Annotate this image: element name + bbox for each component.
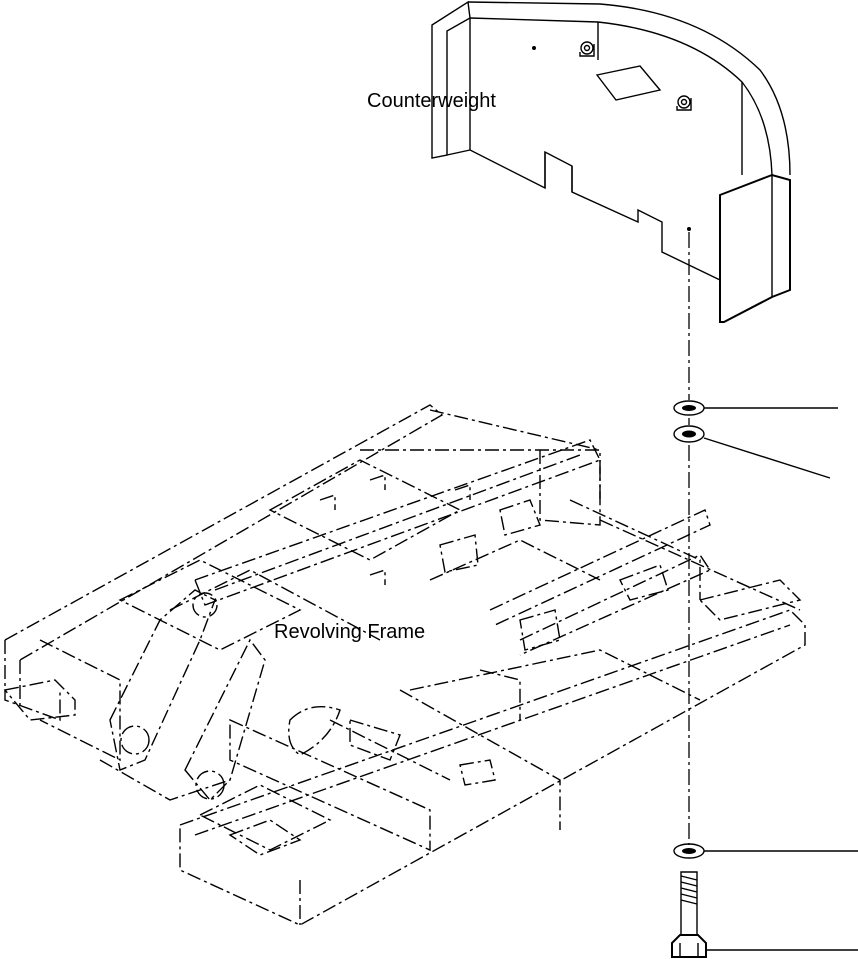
washer-bottom	[673, 843, 858, 859]
revolving-frame-label: Revolving Frame	[274, 621, 425, 643]
revolving-frame-part	[3, 404, 806, 926]
counterweight-part	[431, 0, 791, 323]
bolt	[671, 871, 858, 958]
washer-top	[673, 400, 838, 416]
washer-spring	[673, 425, 831, 479]
mounting-hardware	[671, 232, 858, 958]
counterweight-label: Counterweight	[367, 90, 496, 112]
